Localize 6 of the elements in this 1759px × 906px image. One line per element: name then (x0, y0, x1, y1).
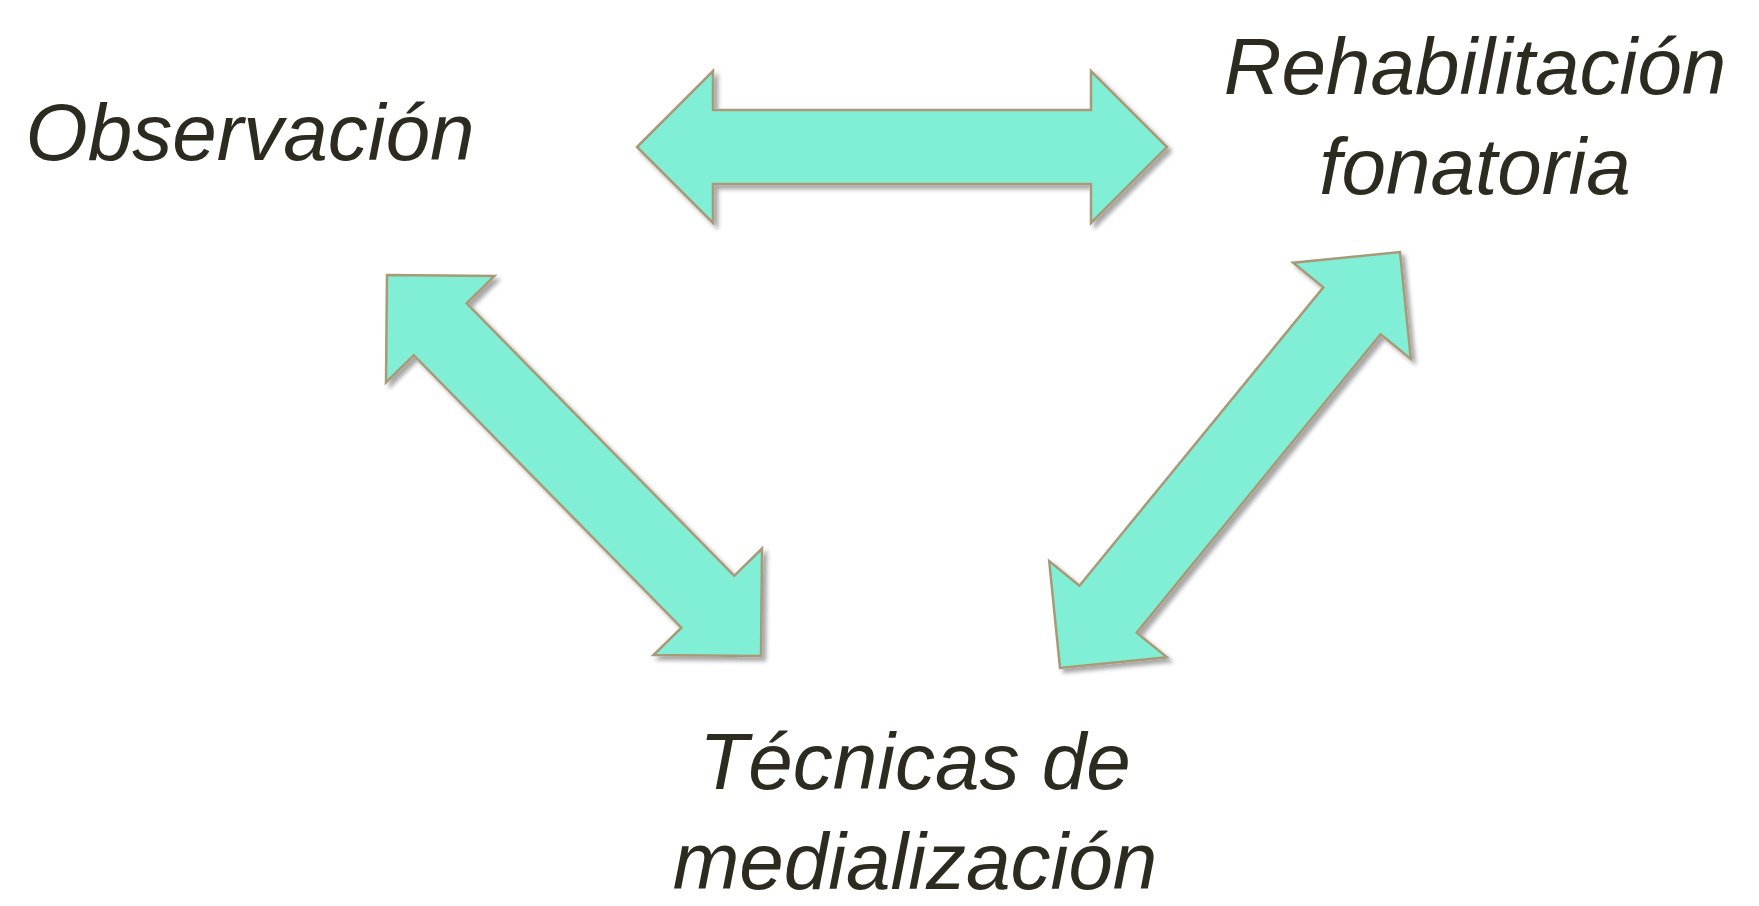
concept-text: Técnicas de medialización (620, 712, 1210, 906)
concept-text: Rehabilitación fonatoria (1195, 17, 1755, 217)
double-block-arrow (635, 68, 1169, 226)
concept-text: Observación (5, 83, 495, 183)
double-block-arrow (384, 273, 764, 658)
double-block-arrow (1047, 250, 1413, 670)
